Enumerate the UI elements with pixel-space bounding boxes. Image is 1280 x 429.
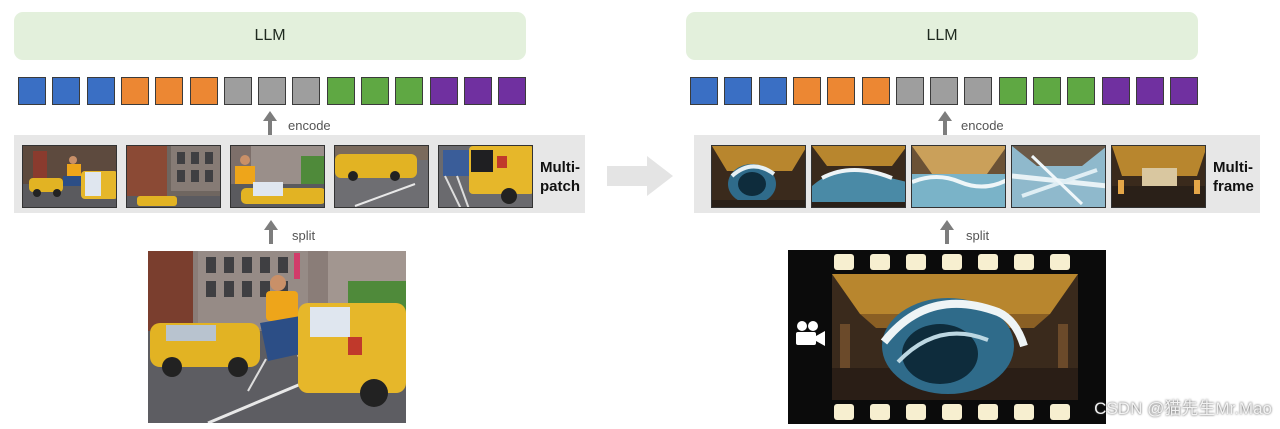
token-square (964, 77, 993, 105)
split-label: split (292, 228, 316, 243)
token-square (1033, 77, 1061, 105)
frame-thumbnail (1011, 145, 1106, 208)
token-square (724, 77, 753, 105)
llm-box: LLM (686, 12, 1198, 60)
token-square (895, 77, 924, 105)
patch-thumbnail (438, 145, 533, 208)
video-filmstrip (788, 250, 1106, 424)
multi-patch-panel: LLM encode (0, 0, 600, 429)
multi-frame-panel: LLM encode (672, 0, 1280, 429)
frame-thumbnail (811, 145, 906, 208)
token-square (861, 77, 890, 105)
patch-thumbnail (334, 145, 429, 208)
source-image (148, 251, 406, 423)
encode-label: encode (288, 118, 331, 133)
up-arrow-icon (263, 111, 277, 135)
patch-thumbnail (126, 145, 221, 208)
token-square (292, 77, 321, 105)
token-square (1135, 77, 1164, 105)
token-square (792, 77, 821, 105)
token-square (361, 77, 389, 105)
right-arrow-icon (607, 156, 673, 196)
llm-label: LLM (926, 27, 958, 44)
token-square (52, 77, 81, 105)
frame-thumbnail (711, 145, 806, 208)
patch-thumbnail (22, 145, 117, 208)
frame-thumbnail (1111, 145, 1206, 208)
token-square (189, 77, 218, 105)
token-square (120, 77, 149, 105)
token-square (827, 77, 856, 105)
llm-label: LLM (254, 27, 286, 44)
token-square (930, 77, 959, 105)
up-arrow-icon (264, 220, 278, 244)
video-camera-icon (794, 320, 826, 353)
token-square (463, 77, 492, 105)
frame-thumbnail (911, 145, 1006, 208)
token-square (498, 77, 527, 105)
watermark: CSDN @猫先生Mr.Mao (1094, 399, 1272, 418)
token-square (86, 77, 115, 105)
multi-frame-label: Multi- frame (1213, 159, 1254, 195)
multi-patch-label: Multi- patch (540, 159, 581, 195)
llm-box: LLM (14, 12, 526, 60)
up-arrow-icon (940, 220, 954, 244)
token-square (1170, 77, 1199, 105)
token-square (690, 77, 718, 105)
token-square (395, 77, 424, 105)
token-square (223, 77, 252, 105)
token-square (18, 77, 46, 105)
token-square (429, 77, 458, 105)
split-label: split (966, 228, 990, 243)
token-square (258, 77, 287, 105)
token-square (155, 77, 184, 105)
token-square (326, 77, 355, 105)
token-square (998, 77, 1027, 105)
token-square (1101, 77, 1130, 105)
token-square (758, 77, 787, 105)
encode-label: encode (961, 118, 1004, 133)
token-square (1067, 77, 1096, 105)
up-arrow-icon (938, 111, 952, 135)
patch-thumbnail (230, 145, 325, 208)
